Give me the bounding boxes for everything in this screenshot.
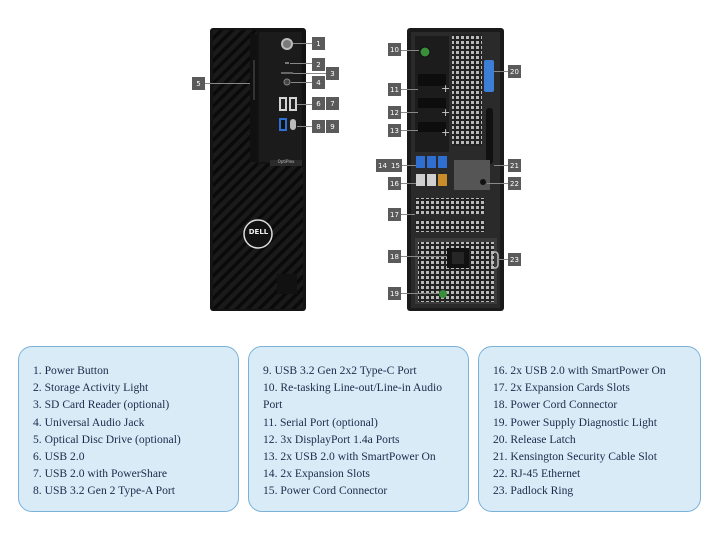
legend-item: 2. Storage Activity Light [33, 381, 149, 395]
callout-9: 9 [326, 120, 339, 133]
callout-17: 17 [388, 208, 401, 221]
legend-item: 11. Serial Port (optional) [263, 415, 378, 429]
legend-item: 1. Power Button [33, 364, 109, 377]
callout-14: 14 [376, 159, 389, 172]
legend-item: 16. 2x USB 2.0 with SmartPower On [493, 364, 666, 377]
callout-5: 5 [192, 77, 205, 90]
legend-item: 12. 3x DisplayPort 1.4a Ports [263, 432, 400, 446]
callout-3: 3 [326, 67, 339, 80]
callout-13: 13 [388, 124, 401, 137]
callout-12: 12 [388, 106, 401, 119]
callout-21: 21 [508, 159, 521, 172]
legend-item: 5. Optical Disc Drive (optional) [33, 432, 181, 446]
rear-chassis: + + + [407, 28, 504, 311]
callout-8: 8 [312, 120, 325, 133]
callout-20: 20 [508, 65, 521, 78]
svg-text:+: + [441, 126, 450, 139]
callout-4: 4 [312, 76, 325, 89]
legend-panel-3: 16. 2x USB 2.0 with SmartPower On 17. 2x… [478, 346, 701, 512]
callout-22: 22 [508, 177, 521, 190]
legend-item: 22. RJ-45 Ethernet [493, 467, 581, 481]
callout-16: 16 [388, 177, 401, 190]
legend-item: 3. SD Card Reader (optional) [33, 398, 170, 412]
legend-item: 15. Power Cord Connector [263, 484, 388, 498]
callout-23: 23 [508, 253, 521, 266]
chassis-drawing: + + + [210, 28, 504, 311]
legend-item: 23. Padlock Ring [493, 484, 574, 498]
legend-item: 4. Universal Audio Jack [33, 415, 145, 429]
legend-list-2: 9. USB 3.2 Gen 2x2 Type-C Port 10. Re-ta… [263, 362, 458, 500]
legend-item: 6. USB 2.0 [33, 450, 85, 464]
callout-19: 19 [388, 287, 401, 300]
dell-logo: DELL [248, 228, 269, 236]
legend-list-3: 16. 2x USB 2.0 with SmartPower On 17. 2x… [493, 362, 690, 500]
legend-item: 14. 2x Expansion Slots [263, 467, 370, 481]
callout-2: 2 [312, 58, 325, 71]
model-badge: OptiPlex [277, 159, 295, 164]
legend-item: 17. 2x Expansion Cards Slots [493, 381, 630, 395]
product-illustration: + + + [192, 28, 521, 311]
legend-item: 21. Kensington Security Cable Slot [493, 450, 657, 464]
callout-1: 1 [312, 37, 325, 50]
legend-item: 8. USB 3.2 Gen 2 Type-A Port [33, 484, 175, 498]
callout-7: 7 [326, 97, 339, 110]
legend-list-1: 1. Power Button 2. Storage Activity Ligh… [33, 362, 228, 500]
legend-item: 9. USB 3.2 Gen 2x2 Type-C Port [263, 364, 417, 377]
legend-item: 18. Power Cord Connector [493, 398, 618, 412]
callout-10: 10 [388, 43, 401, 56]
legend-item: 20. Release Latch [493, 432, 576, 446]
legend-panel-2: 9. USB 3.2 Gen 2x2 Type-C Port 10. Re-ta… [248, 346, 469, 512]
legend-item: 13. 2x USB 2.0 with SmartPower On [263, 450, 436, 464]
legend-item: 7. USB 2.0 with PowerShare [33, 467, 167, 481]
svg-text:+: + [441, 106, 450, 119]
callout-6: 6 [312, 97, 325, 110]
callout-18: 18 [388, 250, 401, 263]
callout-11: 11 [388, 83, 401, 96]
legend-item: 10. Re-tasking Line-out/Line-in Audio Po… [263, 381, 443, 412]
legend-item: 19. Power Supply Diagnostic Light [493, 415, 657, 429]
svg-text:+: + [441, 82, 450, 95]
callout-15: 15 [389, 159, 402, 172]
front-chassis [210, 28, 306, 311]
legend-panel-1: 1. Power Button 2. Storage Activity Ligh… [18, 346, 239, 512]
